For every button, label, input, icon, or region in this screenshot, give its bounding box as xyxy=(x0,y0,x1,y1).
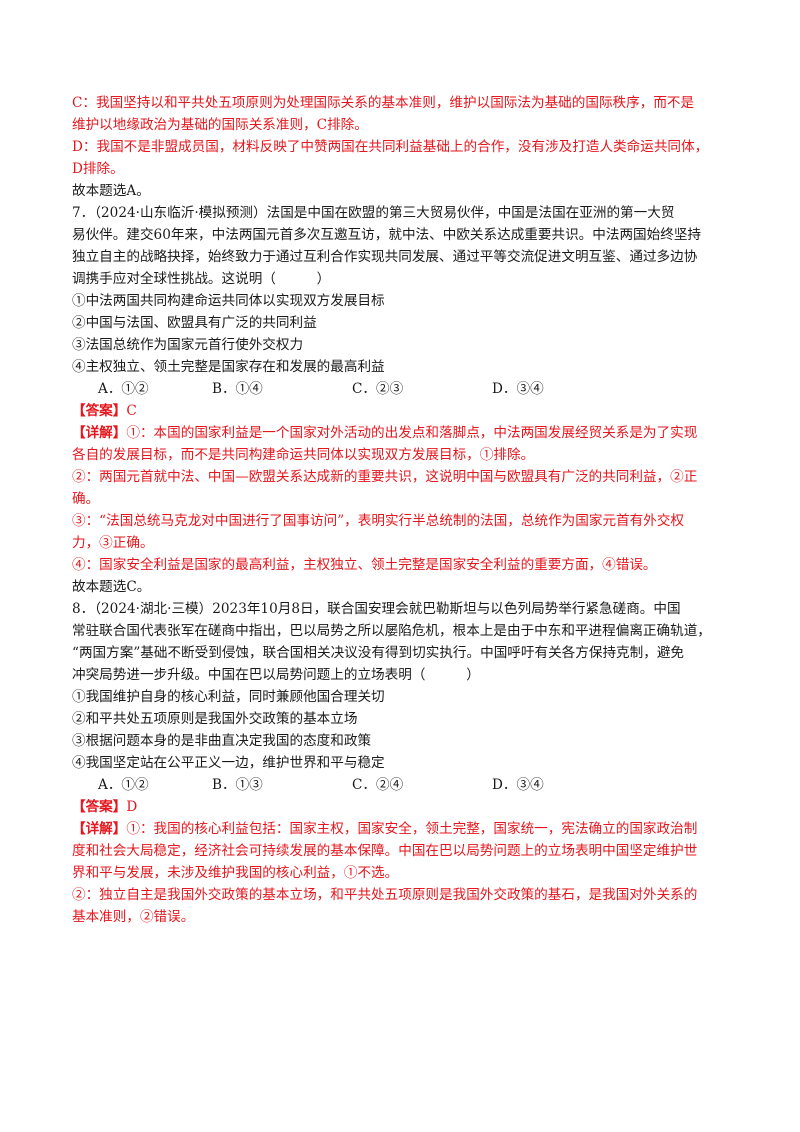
q8-answer: 【答案】D xyxy=(72,796,732,818)
q7-explain-line: 各自的发展目标，而不是共同构建命运共同体以实现双方发展目标，①排除。 xyxy=(72,447,535,463)
q7-option-d: D．③④ xyxy=(492,381,544,397)
q6-tail: C：我国坚持以和平共处五项原则为处理国际关系的基本准则，维护以国际法为基础的国际… xyxy=(72,92,732,202)
q8-option-b: B．①③ xyxy=(212,777,263,793)
q8-option-d: D．③④ xyxy=(492,777,544,793)
question-8: 8．（2024·湖北·三模）2023年10月8日，联合国安理会就巴勒斯坦与以色列… xyxy=(72,598,732,928)
q7-option-a: A．①② xyxy=(98,381,149,397)
question-7: 7．（2024·山东临沂·模拟预测）法国是中国在欧盟的第三大贸易伙伴，中国是法国… xyxy=(72,202,732,598)
q6-option-d-line-1: D：我国不是非盟成员国，材料反映了中赞两国在共同利益基础上的合作，没有涉及打造人… xyxy=(72,139,709,155)
q7-statement: ④主权独立、领土完整是国家存在和发展的最高利益 xyxy=(72,359,385,375)
q7-statement: ②中国与法国、欧盟具有广泛的共同利益 xyxy=(72,315,317,331)
q7-explain-line: ②：两国元首就中法、中国—欧盟关系达成新的重要共识，这说明中国与欧盟具有广泛的共… xyxy=(72,469,698,485)
q8-option-c: C．②④ xyxy=(352,777,404,793)
q7-explain-line: ③：“法国总统马克龙对中国进行了国事访问”，表明实行半总统制的法国，总统作为国家… xyxy=(72,513,685,529)
document-page: C：我国坚持以和平共处五项原则为处理国际关系的基本准则，维护以国际法为基础的国际… xyxy=(72,92,732,928)
q7-explain-line: 力，③正确。 xyxy=(72,535,154,551)
q7-statement: ③法国总统作为国家元首行使外交权力 xyxy=(72,337,304,353)
q6-option-d-line-2: D排除。 xyxy=(72,161,124,177)
explain-text: ①：我国的核心利益包括：国家主权，国家安全，领土完整，国家统一，宪法确立的国家政… xyxy=(126,821,698,837)
q7-explain-line: 【详解】①：本国的国家利益是一个国家对外活动的出发点和落脚点，中法两国发展经贸关… xyxy=(72,422,732,444)
q6-option-c-line-1: C：我国坚持以和平共处五项原则为处理国际关系的基本准则，维护以国际法为基础的国际… xyxy=(72,95,695,111)
answer-value: C xyxy=(126,403,137,419)
q8-option-a: A．①② xyxy=(98,777,149,793)
q8-options: A．①② B．①③ C．②④ D．③④ xyxy=(72,774,732,796)
answer-tag: 【答案】 xyxy=(72,799,127,815)
answer-value: D xyxy=(126,799,138,815)
q7-explain-line: 确。 xyxy=(72,491,100,507)
q7-conclusion: 故本题选C。 xyxy=(72,579,151,595)
q7-answer: 【答案】C xyxy=(72,400,732,422)
q8-statement: ③根据问题本身的是非曲直决定我国的态度和政策 xyxy=(72,733,372,749)
q7-option-b: B．①④ xyxy=(212,381,263,397)
q8-statement: ②和平共处五项原则是我国外交政策的基本立场 xyxy=(72,711,358,727)
q8-stem-line: 冲突局势进一步升级。中国在巴以局势问题上的立场表明（ ） xyxy=(72,667,480,683)
q8-explain-line: 界和平与发展，未涉及维护我国的核心利益，①不选。 xyxy=(72,865,399,881)
q7-stem-line: 调携手应对全球性挑战。这说明（ ） xyxy=(72,271,331,287)
q8-statement: ④我国坚定站在公平正义一边，维护世界和平与稳定 xyxy=(72,755,385,771)
q6-conclusion: 故本题选A。 xyxy=(72,183,150,199)
q7-statement: ①中法两国共同构建命运共同体以实现双方发展目标 xyxy=(72,293,385,309)
answer-tag: 【答案】 xyxy=(72,403,127,419)
q8-explain-line: ②：独立自主是我国外交政策的基本立场，和平共处五项原则是我国外交政策的基石，是我… xyxy=(72,887,698,903)
q8-stem-line: 常驻联合国代表张军在磋商中指出，巴以局势之所以屡陷危机，根本上是由于中东和平进程… xyxy=(72,623,711,639)
q8-explain-line: 基本准则，②错误。 xyxy=(72,909,195,925)
explain-tag: 【详解】 xyxy=(72,425,127,441)
q8-statement: ①我国维护自身的核心利益，同时兼顾他国合理关切 xyxy=(72,689,385,705)
q8-explain-line: 【详解】①：我国的核心利益包括：国家主权，国家安全，领土完整，国家统一，宪法确立… xyxy=(72,818,732,840)
q8-explain-line: 度和社会大局稳定，经济社会可持续发展的基本保障。中国在巴以局势问题上的立场表明中… xyxy=(72,843,698,859)
q7-options: A．①② B．①④ C．②③ D．③④ xyxy=(72,378,732,400)
q7-stem-line: 7．（2024·山东临沂·模拟预测）法国是中国在欧盟的第三大贸易伙伴，中国是法国… xyxy=(72,205,675,221)
q6-option-c-line-2: 维护以地缘政治为基础的国际关系准则，C排除。 xyxy=(72,117,368,133)
q7-stem-line: 独立自主的战略抉择，始终致力于通过互利合作实现共同发展、通过平等交流促进文明互鉴… xyxy=(72,249,698,265)
q8-stem-line: “两国方案”基础不断受到侵蚀，联合国相关决议没有得到切实执行。中国呼吁有关各方保… xyxy=(72,645,685,661)
q8-stem-line: 8．（2024·湖北·三模）2023年10月8日，联合国安理会就巴勒斯坦与以色列… xyxy=(72,601,681,617)
q7-explain-line: ④：国家安全利益是国家的最高利益，主权独立、领土完整是国家安全利益的重要方面，④… xyxy=(72,557,657,573)
q7-stem-line: 易伙伴。建交60年来，中法两国元首多次互邀互访，就中法、中欧关系达成重要共识。中… xyxy=(72,227,702,243)
explain-tag: 【详解】 xyxy=(72,821,127,837)
explain-text: ①：本国的国家利益是一个国家对外活动的出发点和落脚点，中法两国发展经贸关系是为了… xyxy=(126,425,698,441)
q7-option-c: C．②③ xyxy=(352,381,404,397)
